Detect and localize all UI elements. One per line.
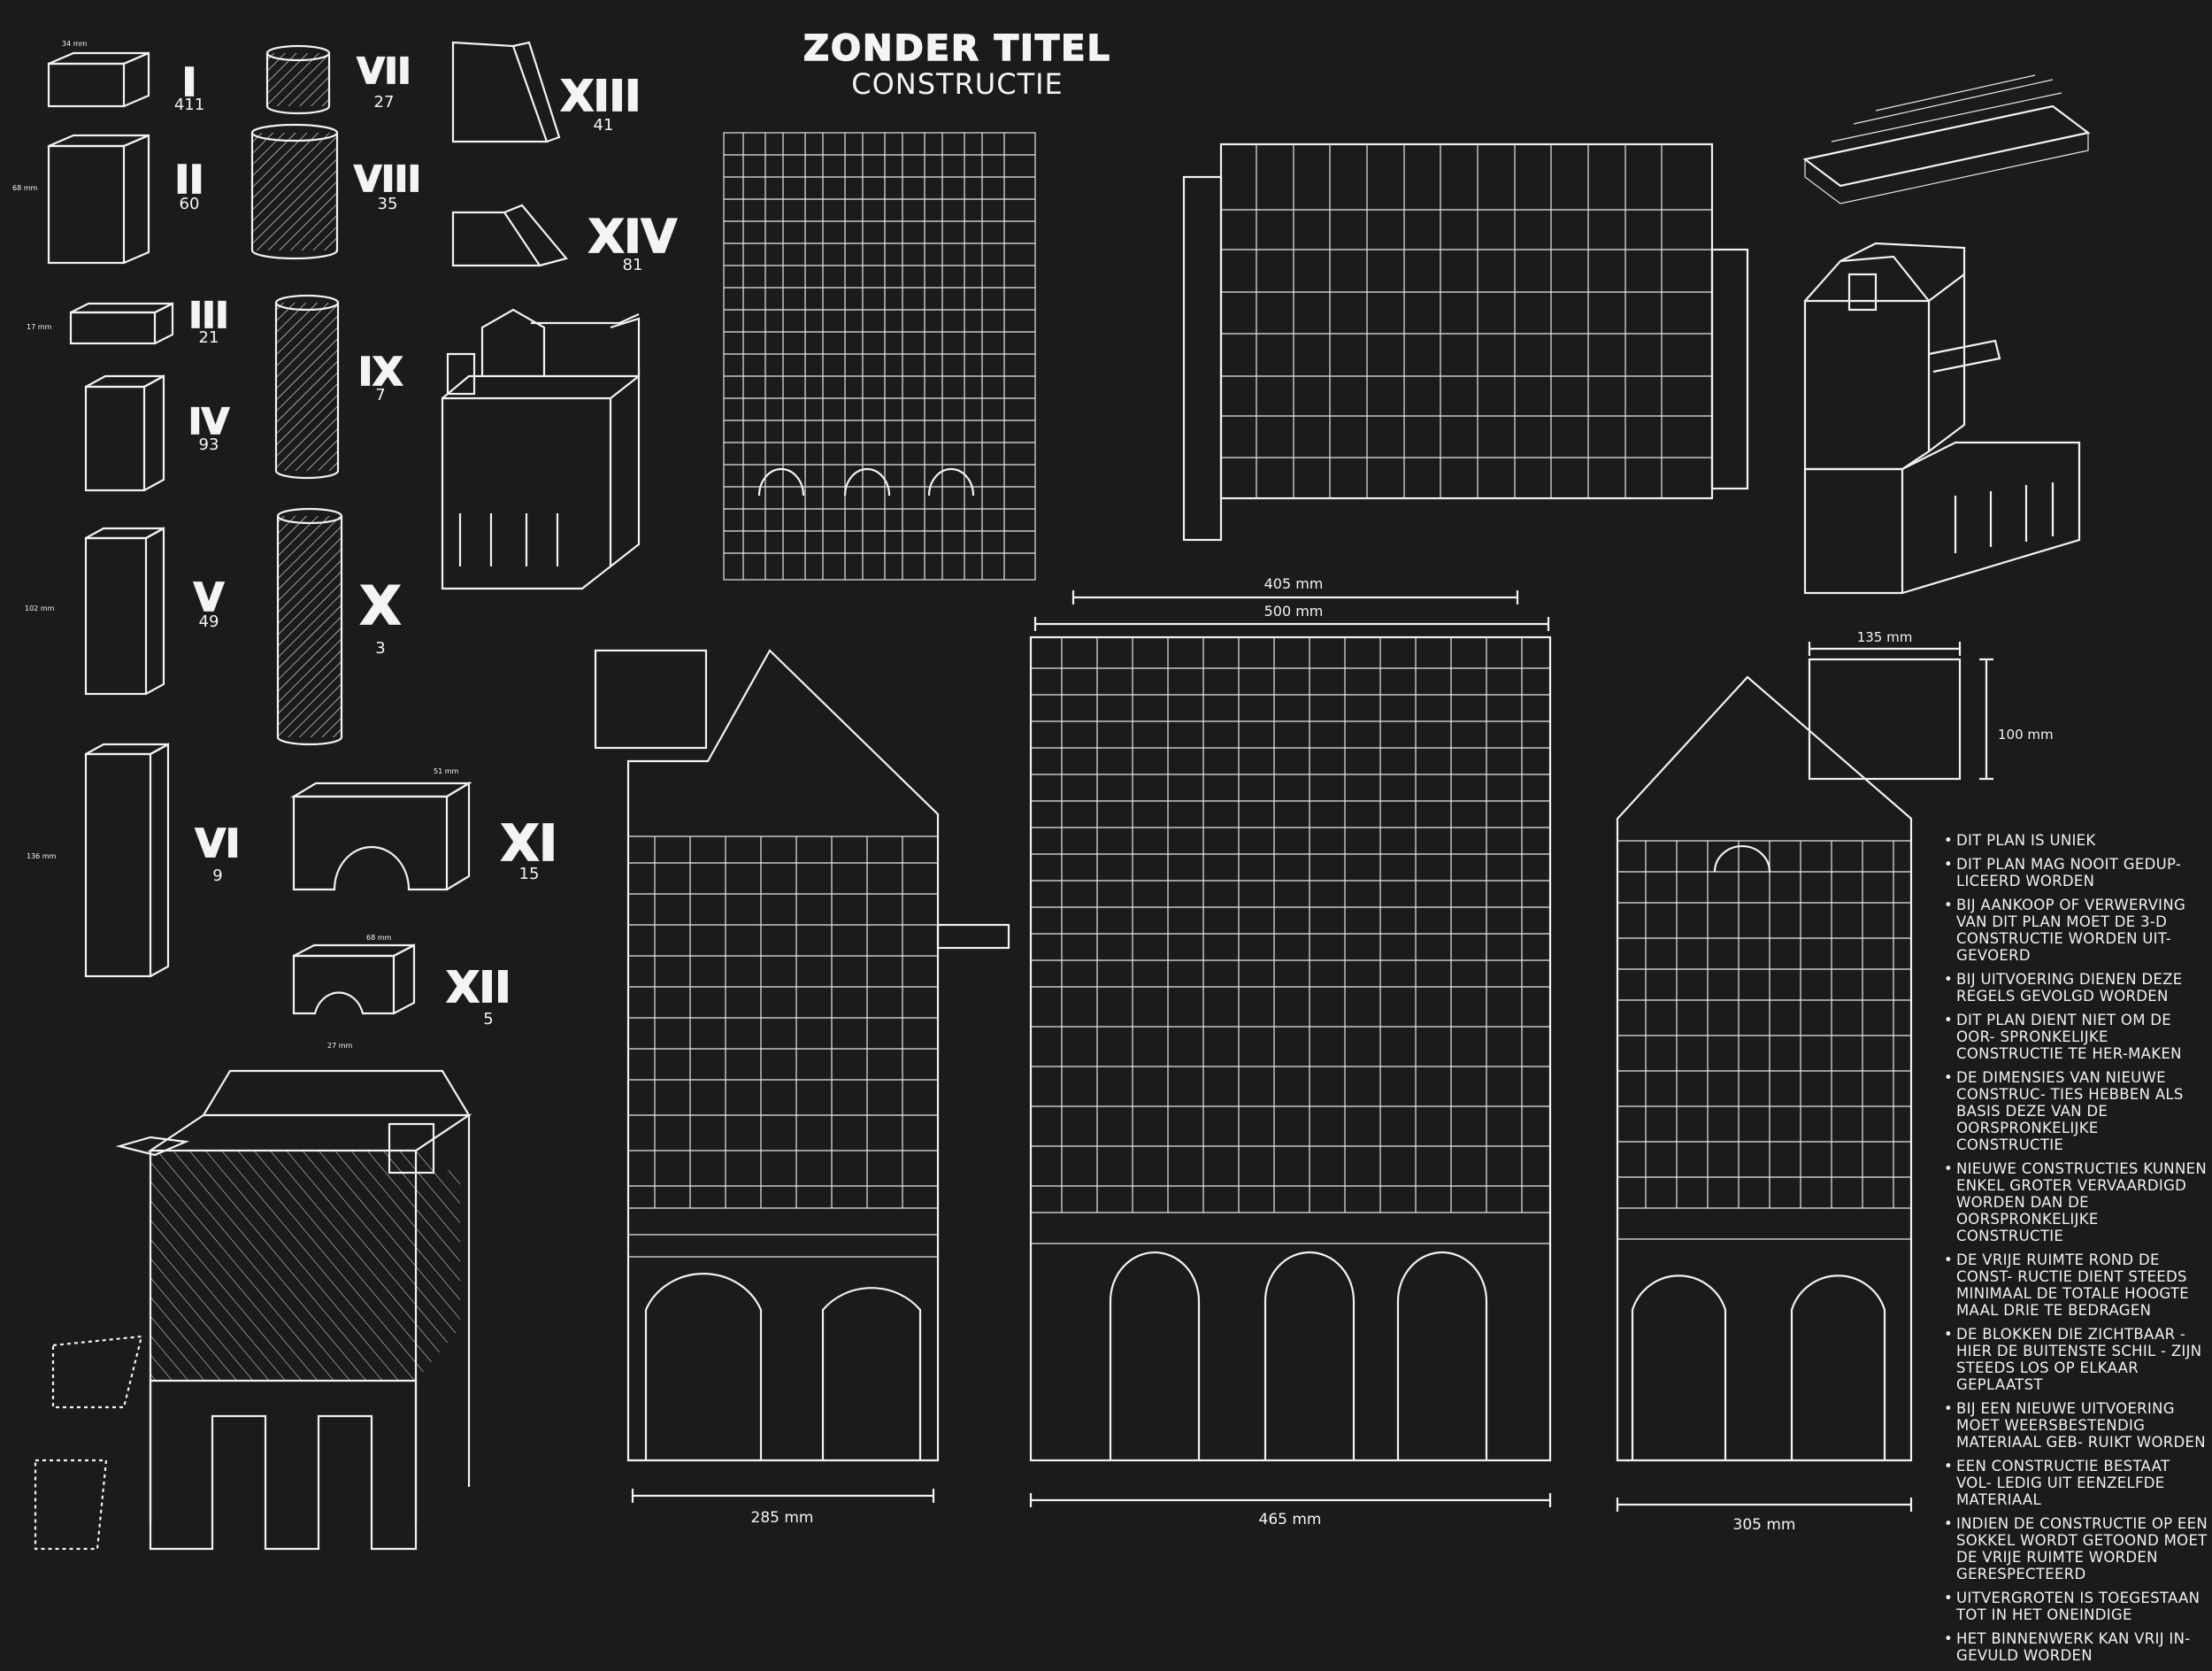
block-viii-drawing <box>250 123 339 260</box>
rules-list: DIT PLAN IS UNIEK DIT PLAN MAG NOOIT GED… <box>1944 832 2209 1671</box>
block-xiii-count: 41 <box>594 116 614 135</box>
roof-plan-grid <box>1182 142 1749 542</box>
block-iv-count: 93 <box>199 435 219 454</box>
block-vi-label: VI <box>196 821 240 866</box>
rule-item: DE BLOKKEN DIE ZICHTBAAR - HIER DE BUITE… <box>1944 1326 2209 1393</box>
isometric-top-view <box>1802 74 2091 204</box>
block-x-count: 3 <box>375 639 385 658</box>
block-x-label: X <box>360 575 401 637</box>
block-vi-drawing <box>84 743 170 978</box>
block-iv-label: IV <box>188 402 229 443</box>
elevation-left: 285 mm <box>594 649 1010 1527</box>
block-viii-label: VIII <box>354 159 421 200</box>
rule-item: BIJ AANKOOP OF VERWERVING VAN DIT PLAN M… <box>1944 897 2209 964</box>
dim-label-102: 102 mm <box>25 604 55 612</box>
small-building-right <box>1803 242 2081 595</box>
page-title: ZONDER TITEL <box>803 28 1111 69</box>
dim-right-width: 305 mm <box>1733 1516 1796 1534</box>
rule-item: BIJ UITVOERING DIENEN DEZE REGELS GEVOLG… <box>1944 971 2209 1005</box>
block-vii-count: 27 <box>374 93 395 112</box>
rule-item: UITVERGROTEN IS TOEGESTAAN TOT IN HET ON… <box>1944 1590 2209 1623</box>
rule-item: NIEUWE CONSTRUCTIES KUNNEN ENKEL GROTER … <box>1944 1160 2209 1244</box>
dim-label-68b: 68 mm <box>366 934 392 942</box>
large-building-sketch <box>34 1069 472 1551</box>
block-xiv-drawing <box>451 204 568 267</box>
rule-item: DE DIMENSIES VAN NIEUWE CONSTRUC- TIES H… <box>1944 1069 2209 1153</box>
page-subtitle: CONSTRUCTIE <box>851 67 1064 101</box>
elevation-front: 405 mm 500 mm 465 mm <box>1029 575 1552 1529</box>
block-xiii-drawing <box>451 41 561 143</box>
dim-roof-inner: 405 mm <box>1264 575 1324 592</box>
rule-item: DIT PLAN IS UNIEK <box>1944 832 2209 849</box>
block-xiii-label: XIII <box>561 72 641 121</box>
rule-item: INDIEN DE CONSTRUCTIE OP EEN SOKKEL WORD… <box>1944 1515 2209 1582</box>
block-xi-count: 15 <box>519 865 540 883</box>
block-viii-count: 35 <box>378 195 398 213</box>
block-xi-label: XI <box>501 815 557 873</box>
block-vi-count: 9 <box>212 866 222 885</box>
block-x-drawing <box>276 507 343 746</box>
dim-chimney-width: 135 mm <box>1857 629 1913 645</box>
dim-label-17: 17 mm <box>27 323 52 331</box>
block-iii-count: 21 <box>199 328 219 347</box>
construction-sheet: ZONDER TITEL CONSTRUCTIE <box>12 27 2091 1551</box>
block-iv-drawing <box>84 374 165 492</box>
dim-label-34: 34 mm <box>62 40 88 48</box>
dim-label-51: 51 mm <box>434 767 459 775</box>
block-iii-label: III <box>189 296 229 336</box>
dim-roof-outer: 500 mm <box>1264 603 1324 620</box>
block-xi-drawing <box>290 782 472 891</box>
block-xii-label: XII <box>447 963 511 1013</box>
block-ix-count: 7 <box>375 386 385 404</box>
block-ii-label: II <box>175 158 204 203</box>
block-v-label: V <box>194 575 224 620</box>
rule-item: DIT PLAN MAG NOOIT GEDUP- LICEERD WORDEN <box>1944 856 2209 889</box>
small-building-sketch <box>441 308 641 590</box>
block-v-count: 49 <box>199 612 219 631</box>
block-iii-drawing <box>69 302 174 345</box>
block-i-label: I <box>182 60 196 105</box>
block-vii-label: VII <box>357 51 411 92</box>
block-v-drawing <box>84 527 165 696</box>
block-ix-label: IX <box>358 350 403 395</box>
block-xii-count: 5 <box>483 1010 493 1028</box>
block-xii-drawing <box>292 943 416 1015</box>
title-block: ZONDER TITEL CONSTRUCTIE <box>803 27 1111 101</box>
dim-label-68: 68 mm <box>12 184 38 192</box>
rule-item: HET BINNENWERK KAN VRIJ IN- GEVULD WORDE… <box>1944 1630 2209 1664</box>
dim-label-136: 136 mm <box>27 852 57 860</box>
block-i-drawing <box>47 51 150 108</box>
block-i-count: 411 <box>174 96 204 114</box>
dim-front-width: 465 mm <box>1259 1511 1322 1529</box>
block-ii-drawing <box>47 134 150 265</box>
block-vii-drawing <box>265 44 331 115</box>
block-ix-drawing <box>274 294 340 480</box>
top-elevation-grid <box>723 132 1036 581</box>
block-xiv-label: XIV <box>588 211 677 264</box>
dim-left-width: 285 mm <box>751 1509 814 1527</box>
block-xiv-count: 81 <box>623 256 643 274</box>
block-catalogue: I II III IV V VI VII VIII IX X XI XII XI… <box>12 40 678 1050</box>
rule-item: DE VRIJE RUIMTE ROND DE CONST- RUCTIE DI… <box>1944 1251 2209 1319</box>
rule-item: EEN CONSTRUCTIE BESTAAT VOL- LEDIG UIT E… <box>1944 1458 2209 1508</box>
dim-label-27: 27 mm <box>327 1042 353 1050</box>
dim-chimney-height: 100 mm <box>1998 727 2054 743</box>
block-ii-count: 60 <box>180 195 200 213</box>
rule-item: BIJ EEN NIEUWE UITVOERING MOET WEERSBEST… <box>1944 1400 2209 1451</box>
elevation-right: 135 mm 100 mm 305 mm <box>1616 629 2054 1534</box>
rule-item: DIT PLAN DIENT NIET OM DE OOR- SPRONKELI… <box>1944 1012 2209 1062</box>
